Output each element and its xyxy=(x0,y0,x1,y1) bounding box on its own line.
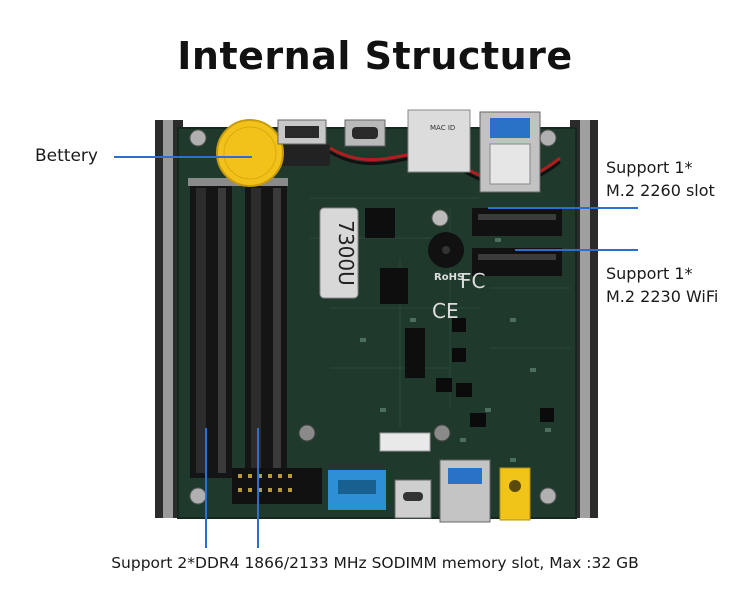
battery-label: Bettery xyxy=(35,146,98,166)
fc-mark: FC xyxy=(460,269,485,293)
battery-callout-line xyxy=(114,156,252,158)
chip-2 xyxy=(380,268,408,304)
chip-3 xyxy=(405,328,425,378)
white-connector xyxy=(379,432,431,452)
m2-2260-label: Support 1* M.2 2260 slot xyxy=(606,156,715,202)
m2-2230-label-line1: Support 1* xyxy=(606,264,693,283)
page-title: Internal Structure xyxy=(177,34,573,78)
memory-callout-line-1 xyxy=(205,428,207,548)
pcb-traces xyxy=(310,197,570,428)
memory-callout-line-2 xyxy=(257,428,259,548)
screws xyxy=(189,129,557,505)
m2-2230-callout-line xyxy=(515,249,638,251)
m2-2230-label: Support 1* M.2 2230 WiFi xyxy=(606,262,718,308)
m2-2260-slot xyxy=(472,208,562,236)
capacitors xyxy=(436,318,554,427)
cpu-marking: 7300U xyxy=(334,220,358,286)
m2-2260-label-line2: M.2 2260 slot xyxy=(606,181,715,200)
cpu-sticker xyxy=(319,207,359,299)
m2-2230-slot xyxy=(472,248,562,276)
m2-2230-label-line2: M.2 2230 WiFi xyxy=(606,287,719,306)
pcb xyxy=(178,128,576,518)
chip-1 xyxy=(365,208,395,238)
audio-jack xyxy=(499,467,531,521)
motherboard-illustration: MAC ID 7300U RoHS FC CE xyxy=(155,109,598,523)
memory-label: Support 2*DDR4 1866/2133 MHz SODIMM memo… xyxy=(111,554,639,572)
mac-label xyxy=(407,109,471,173)
m2-2260-callout-line xyxy=(488,207,638,209)
rohs-mark: RoHS xyxy=(434,272,464,283)
m2-2260-label-line1: Support 1* xyxy=(606,158,693,177)
motherboard-photo: MAC ID 7300U RoHS FC CE xyxy=(150,108,605,528)
battery xyxy=(216,119,284,187)
right-rail-shine xyxy=(580,120,590,518)
pin-header xyxy=(232,468,322,504)
mac-label-text: MAC ID xyxy=(430,124,455,132)
left-rail-shine xyxy=(163,120,173,518)
